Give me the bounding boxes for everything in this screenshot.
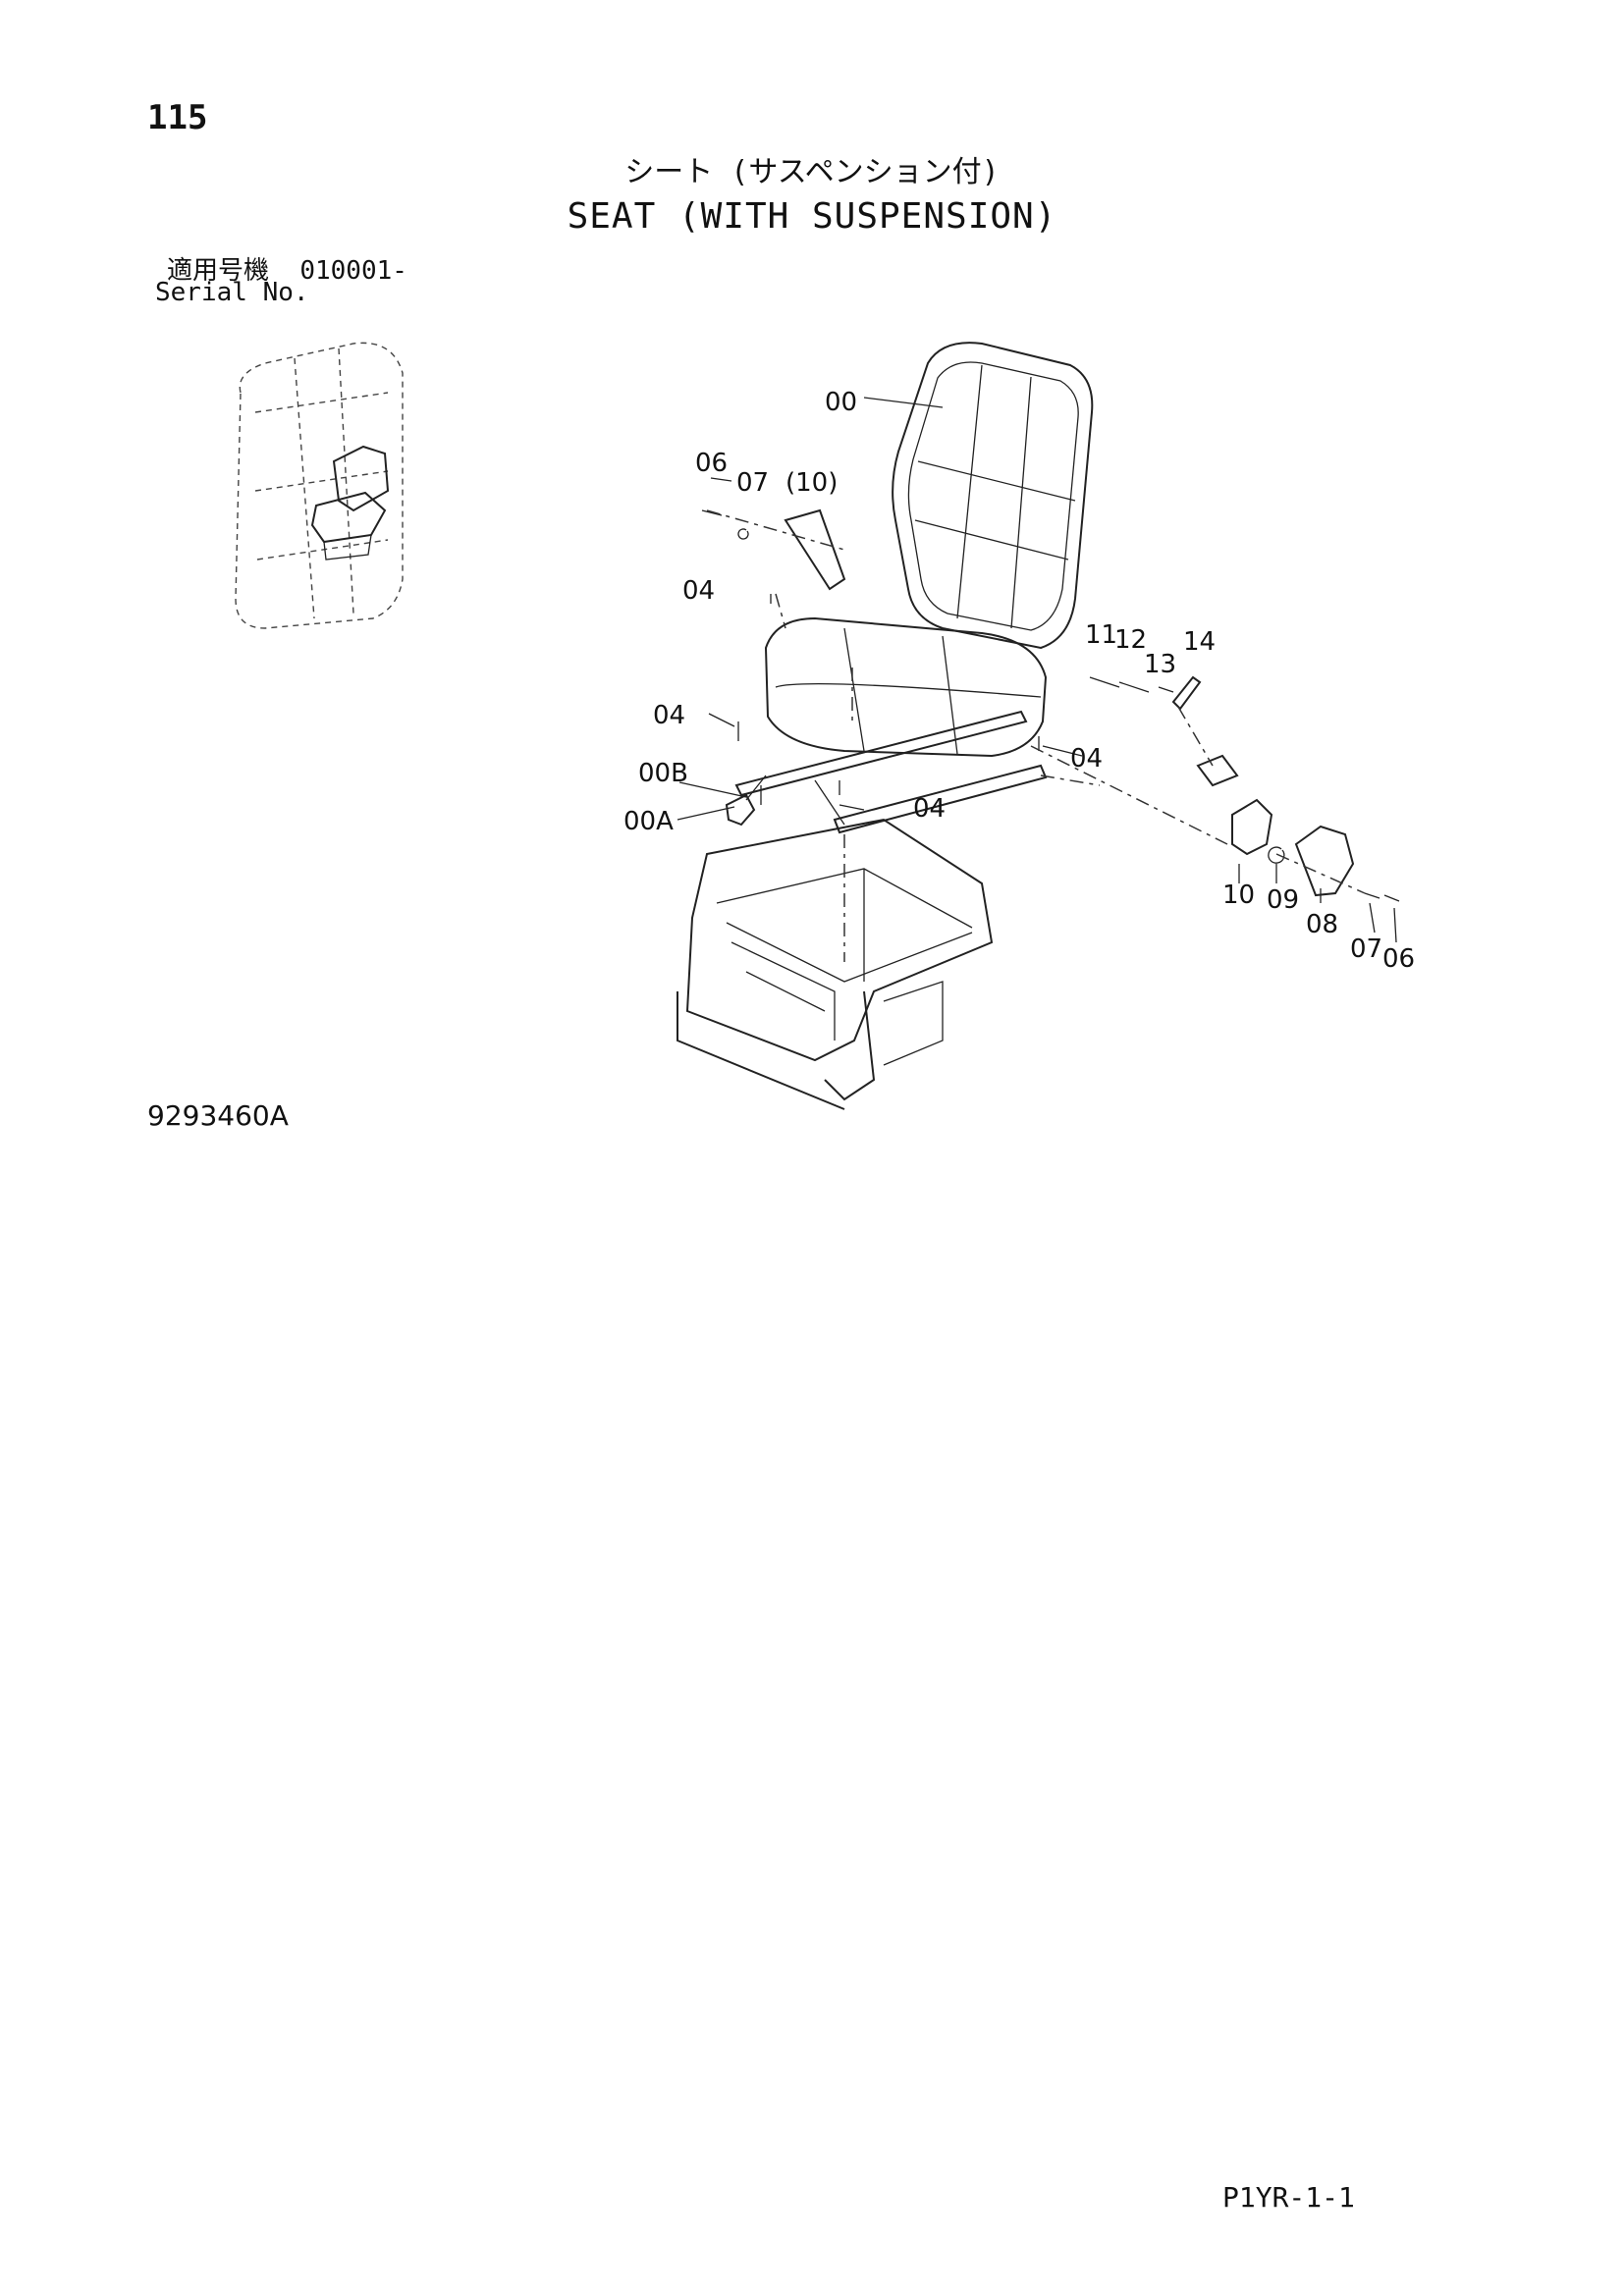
- callout-00: 00: [825, 388, 857, 417]
- callout-13: 13: [1144, 650, 1176, 679]
- callout-10-ref: (10): [785, 468, 838, 498]
- callout-00A: 00A: [623, 807, 674, 836]
- serial-label-en: Serial No.: [155, 278, 309, 307]
- serial-label-jp: 適用号機: [167, 256, 270, 286]
- page-code: P1YR-1-1: [1222, 2181, 1355, 2214]
- callout-12: 12: [1114, 625, 1147, 655]
- hardware-parts: [701, 508, 1040, 827]
- callout-04-left: 04: [653, 701, 685, 730]
- leader-lines: [677, 397, 1397, 943]
- seat-rails: [734, 710, 1048, 834]
- title-japanese: シート (サスペンション付): [624, 155, 1000, 189]
- seat-belt-assembly: [1089, 675, 1400, 902]
- seat-cushion: [764, 616, 1048, 758]
- page-number: 115: [147, 98, 208, 137]
- serial-value: 010001-: [299, 256, 407, 286]
- callout-04-lower: 04: [913, 794, 946, 824]
- callout-04-right: 04: [1070, 744, 1103, 774]
- callout-14: 14: [1183, 627, 1216, 657]
- callout-10: 10: [1222, 881, 1255, 910]
- callout-07-right: 07: [1350, 934, 1382, 964]
- part-callouts: 00 06 07 (10) 04 11 12 13 14 04 04 00B 0…: [623, 388, 1415, 974]
- callout-08: 08: [1306, 910, 1338, 939]
- title-english: SEAT (WITH SUSPENSION): [567, 196, 1057, 237]
- callout-07: 07: [736, 468, 769, 498]
- callout-04-upper: 04: [682, 576, 715, 606]
- callout-09: 09: [1267, 885, 1299, 915]
- cab-overview-thumbnail: [235, 342, 404, 629]
- seat-backrest: [892, 342, 1094, 650]
- callout-06: 06: [695, 449, 728, 478]
- callout-11: 11: [1085, 620, 1117, 650]
- callout-06-right: 06: [1382, 944, 1415, 974]
- callout-00B: 00B: [638, 759, 688, 788]
- assembly-lines: [706, 509, 1366, 962]
- drawing-number: 9293460A: [147, 1099, 289, 1132]
- serial-applicability: 適用号機 010001-: [167, 250, 407, 287]
- suspension-frame: [677, 818, 994, 1110]
